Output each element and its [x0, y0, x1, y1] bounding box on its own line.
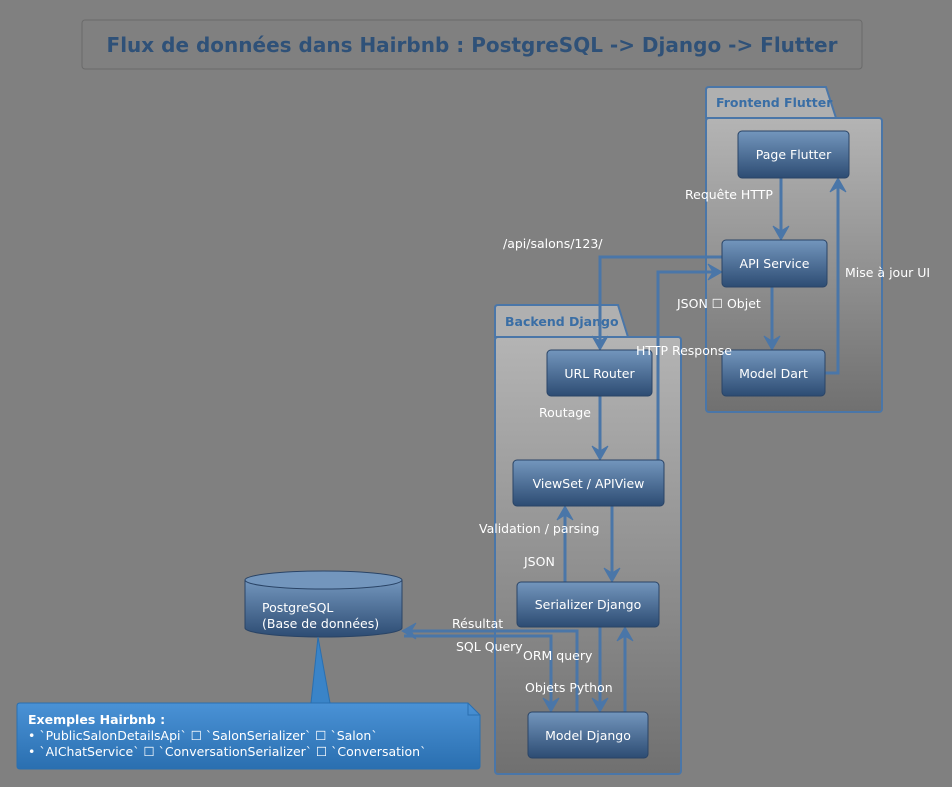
- node-label: URL Router: [564, 366, 635, 381]
- edge-label: /api/salons/123/: [503, 236, 603, 251]
- node-label: ViewSet / APIView: [533, 476, 645, 491]
- package-label: Frontend Flutter: [716, 95, 833, 110]
- edge-http-response: [656, 270, 718, 460]
- node-viewset[interactable]: ViewSet / APIView: [512, 459, 665, 507]
- node-model-dart[interactable]: Model Dart: [721, 349, 826, 397]
- database-postgresql[interactable]: PostgreSQL (Base de données): [244, 570, 403, 638]
- edge-label: HTTP Response: [636, 343, 732, 358]
- node-label: Model Dart: [739, 366, 808, 381]
- edge-mise-a-jour: [825, 182, 840, 375]
- edge-label: Résultat: [452, 616, 503, 631]
- edge-label: Validation / parsing: [479, 521, 599, 536]
- edge-label: JSON: [523, 554, 555, 569]
- edge-sql-query: [404, 634, 553, 708]
- node-url-router[interactable]: URL Router: [546, 349, 653, 397]
- node-page-flutter[interactable]: Page Flutter: [737, 130, 850, 179]
- edge-label: SQL Query: [456, 639, 523, 654]
- db-label: PostgreSQL: [262, 600, 333, 615]
- node-serializer-django[interactable]: Serializer Django: [516, 581, 660, 628]
- node-label: Model Django: [545, 728, 631, 743]
- package-backend-django: Backend Django: [494, 304, 682, 775]
- diagram-title: Flux de données dans Hairbnb : PostgreSQ…: [81, 19, 863, 70]
- title-text: Flux de données dans Hairbnb : PostgreSQ…: [107, 33, 838, 57]
- edge-label: Routage: [539, 405, 591, 420]
- edge-label: ORM query: [523, 648, 593, 663]
- node-model-django[interactable]: Model Django: [527, 711, 649, 759]
- edges: [400, 176, 847, 714]
- note-line: • `AIChatService` ☐ `ConversationSeriali…: [28, 744, 426, 759]
- package-label: Backend Django: [505, 314, 619, 329]
- edge-resultat: [406, 629, 579, 712]
- edge-label: JSON ☐ Objet: [676, 296, 761, 311]
- edge-label: Requête HTTP: [685, 187, 773, 202]
- node-label: Page Flutter: [756, 147, 832, 162]
- note-title: Exemples Hairbnb :: [28, 712, 165, 727]
- note-exemples: Exemples Hairbnb : • `PublicSalonDetails…: [16, 636, 481, 770]
- edge-label: Objets Python: [525, 680, 613, 695]
- note-line: • `PublicSalonDetailsApi` ☐ `SalonSerial…: [28, 728, 378, 743]
- edge-labels: Requête HTTP /api/salons/123/ HTTP Respo…: [452, 187, 930, 695]
- node-label: API Service: [740, 256, 810, 271]
- db-label: (Base de données): [262, 616, 379, 631]
- node-api-service[interactable]: API Service: [721, 239, 828, 288]
- edge-label: Mise à jour UI: [845, 265, 930, 280]
- edge-api-url: [598, 255, 722, 346]
- node-label: Serializer Django: [535, 597, 641, 612]
